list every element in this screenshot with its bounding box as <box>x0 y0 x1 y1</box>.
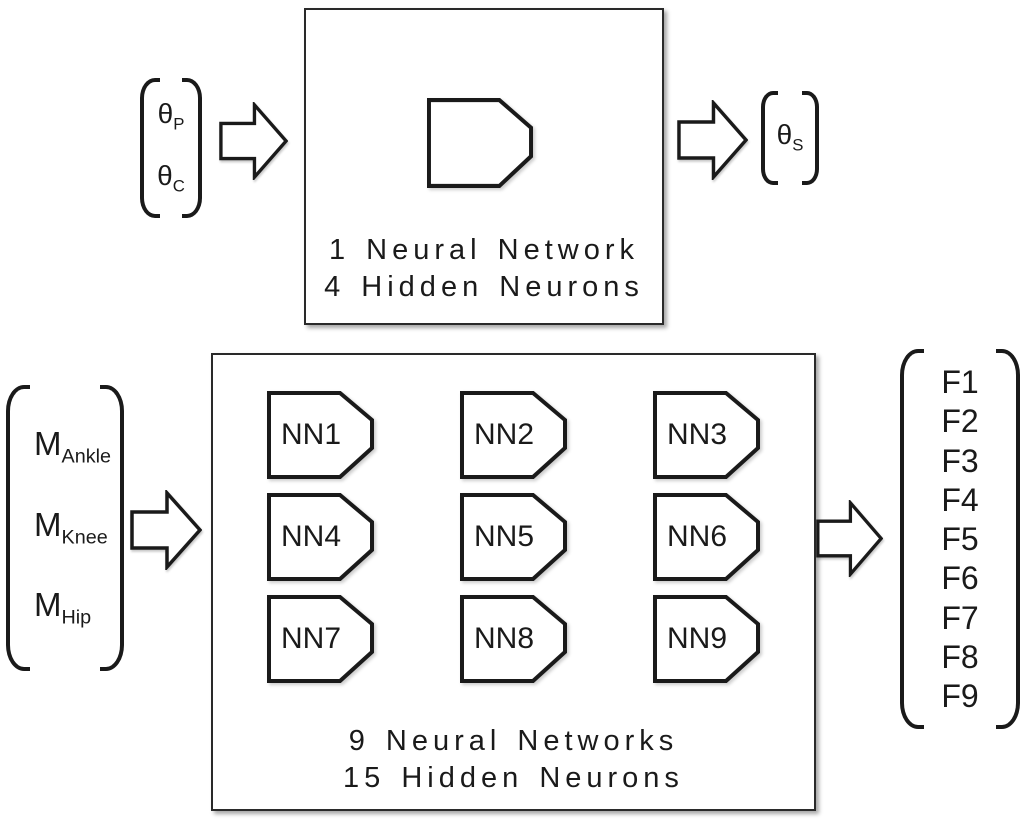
vector-entry-f2: F2 <box>941 403 979 440</box>
network-label: NN2 <box>474 418 535 451</box>
flow-arrow-icon <box>219 102 288 180</box>
network-label: NN3 <box>667 418 728 451</box>
network-label: NN8 <box>474 622 535 655</box>
vector-entry-m-knee: MKnee <box>34 505 108 549</box>
vector-entry-theta-s: θS <box>776 119 804 155</box>
network-box-caption: 1 Neural Network 4 Hidden Neurons <box>306 232 662 306</box>
vector-bracket-left-icon <box>900 349 924 729</box>
vector-bracket-left-icon <box>6 385 30 671</box>
network-cell-nn6: NN6 <box>653 493 760 581</box>
flow-arrow-icon <box>816 500 883 577</box>
neural-network-shape-icon <box>653 493 760 581</box>
vector-entry-f8: F8 <box>941 638 979 675</box>
neural-network-shape-icon <box>267 595 374 683</box>
network-cell-nn4: NN4 <box>267 493 374 581</box>
vector-entries: θP θC <box>140 78 202 218</box>
single-network-box: 1 Neural Network 4 Hidden Neurons <box>304 8 664 325</box>
vector-entries: F1 F2 F3 F4 F5 F6 F7 F8 F9 <box>900 349 1020 729</box>
network-label: NN5 <box>474 520 535 553</box>
output-vector-theta-s: θS <box>761 91 819 185</box>
network-label: NN1 <box>281 418 342 451</box>
network-label: NN4 <box>281 520 342 553</box>
caption-line-2: 15 Hidden Neurons <box>343 762 684 794</box>
vector-bracket-left-icon <box>761 91 778 185</box>
multi-network-box: NN1 NN2 NN3 NN4 NN5 NN6 <box>211 353 816 811</box>
network-cell-nn2: NN2 <box>460 391 567 479</box>
vector-bracket-right-icon <box>802 91 819 185</box>
neural-network-shape-icon <box>460 595 567 683</box>
flow-arrow-icon <box>677 100 748 180</box>
network-cell-nn8: NN8 <box>460 595 567 683</box>
neural-network-shape-icon <box>427 98 533 188</box>
vector-entry-f7: F7 <box>941 599 979 636</box>
vector-entry-m-ankle: MAnkle <box>34 425 111 468</box>
neural-network-shape-icon <box>267 493 374 581</box>
neural-network-shape-icon <box>460 493 567 581</box>
caption-line-2: 4 Hidden Neurons <box>324 271 644 303</box>
network-grid: NN1 NN2 NN3 NN4 NN5 NN6 <box>267 391 760 683</box>
vector-entries: θS <box>761 91 819 185</box>
neural-network-shape-icon <box>267 391 374 479</box>
network-cell-nn5: NN5 <box>460 493 567 581</box>
vector-entry-theta-c: θC <box>157 160 185 196</box>
vector-entry-m-hip: MHip <box>34 586 92 630</box>
vector-entry-f1: F1 <box>941 364 979 400</box>
vector-bracket-right-icon <box>100 385 124 671</box>
caption-line-1: 1 Neural Network <box>328 234 640 266</box>
neural-network-shape-icon <box>460 391 567 479</box>
network-cell-nn7: NN7 <box>267 595 374 683</box>
input-vector-theta: θP θC <box>140 78 202 218</box>
network-cell-nn9: NN9 <box>653 595 760 683</box>
network-label: NN9 <box>667 622 728 655</box>
vector-entry-f3: F3 <box>941 442 979 479</box>
network-label: NN7 <box>281 622 342 655</box>
vector-entry-f9: F9 <box>941 678 979 714</box>
vector-bracket-left-icon <box>140 78 160 218</box>
vector-entries: MAnkle MKnee MHip <box>6 385 124 671</box>
vector-entry-theta-p: θP <box>157 98 185 134</box>
network-box-caption: 9 Neural Networks 15 Hidden Neurons <box>213 723 814 797</box>
network-label: NN6 <box>667 520 728 553</box>
flow-arrow-icon <box>130 490 202 570</box>
input-vector-moments: MAnkle MKnee MHip <box>6 385 124 671</box>
network-cell-nn3: NN3 <box>653 391 760 479</box>
neural-network-shape-icon <box>653 391 760 479</box>
vector-bracket-right-icon <box>996 349 1020 729</box>
vector-entry-f6: F6 <box>941 560 979 597</box>
output-vector-forces: F1 F2 F3 F4 F5 F6 F7 F8 F9 <box>900 349 1020 729</box>
network-cell-nn1: NN1 <box>267 391 374 479</box>
caption-line-1: 9 Neural Networks <box>348 725 679 757</box>
vector-entry-f5: F5 <box>941 521 979 557</box>
neural-network-shape-icon <box>653 595 760 683</box>
vector-bracket-right-icon <box>182 78 202 218</box>
vector-entry-f4: F4 <box>941 481 979 518</box>
